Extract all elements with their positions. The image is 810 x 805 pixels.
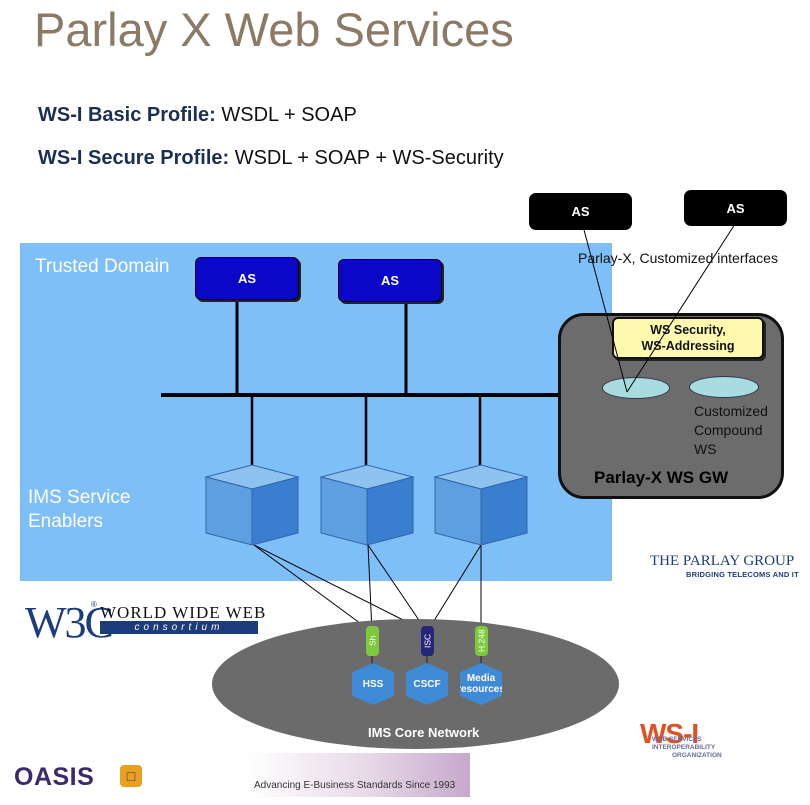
profile-basic: WS-I Basic Profile: WSDL + SOAP — [38, 104, 357, 127]
w3c-logo-line1: WORLD WIDE WEB — [100, 603, 267, 622]
profile-secure-name: WS-I Secure Profile: — [38, 147, 230, 169]
gateway-ws-ellipse-2 — [689, 376, 759, 398]
profile-secure: WS-I Secure Profile: WSDL + SOAP + WS-Se… — [38, 147, 504, 170]
profile-secure-value: WSDL + SOAP + WS-Security — [229, 147, 504, 169]
ws-security-box: WS Security,WS-Addressing — [612, 317, 764, 359]
profile-basic-name: WS-I Basic Profile: — [38, 104, 216, 126]
node-label-cscf: CSCF — [413, 678, 441, 690]
page-title: Parlay X Web Services — [34, 3, 514, 56]
trusted-domain-label: Trusted Domain — [35, 256, 170, 277]
compound-ws-line2: Compound — [694, 422, 763, 438]
node-label-hss: HSS — [362, 678, 384, 690]
ws-security-line2: WS-Addressing — [641, 339, 735, 353]
oasis-tagline: Advancing E-Business Standards Since 199… — [254, 780, 456, 791]
enabler-cube-icon — [204, 464, 300, 546]
external-as-server-1: AS — [529, 193, 632, 230]
ims-enablers-label-line2: Enablers — [28, 511, 103, 532]
parlayx-interfaces-label: Parlay-X, Customized interfaces — [578, 250, 778, 266]
wsi-logo: WS-I — [640, 718, 699, 749]
node-label-media-line1: Media — [466, 673, 496, 684]
hexagon-node-icon-cscf: CSCF — [406, 663, 448, 705]
parlay-group-tagline: BRIDGING TELECOMS AND IT — [686, 570, 799, 579]
w3c-logo: W3C — [25, 598, 114, 647]
ims-enablers-label-line1: IMS Service — [28, 487, 131, 508]
compound-ws-line3: WS — [694, 441, 717, 457]
compound-ws-line1: Customized — [694, 403, 768, 419]
oasis-tagline-bar — [248, 753, 470, 797]
oasis-logo-icon: □ — [120, 765, 142, 787]
w3c-registered-mark: ® — [91, 600, 97, 609]
wsi-logo-line3: ORGANIZATION — [672, 752, 722, 759]
gateway-label: Parlay-X WS GW — [594, 468, 729, 487]
profile-basic-value: WSDL + SOAP — [215, 104, 357, 126]
trusted-as-server-2: AS — [338, 259, 442, 302]
node-label-media-line2: resources — [457, 684, 505, 695]
hexagon-node-icon-hss: HSS — [352, 663, 394, 705]
external-as-server-2: AS — [684, 190, 787, 226]
wsi-logo-line2: INTEROPERABILITY — [652, 744, 716, 751]
oasis-logo: OASIS — [14, 763, 95, 791]
w3c-logo-line2: consortium — [100, 621, 258, 634]
ims-core-network-label: IMS Core Network — [368, 725, 480, 740]
enabler-cube-icon — [433, 464, 529, 546]
parlay-group-logo: THE PARLAY GROUP — [650, 553, 795, 569]
enabler-cube-icon — [319, 464, 415, 546]
trusted-as-server-1: AS — [195, 257, 299, 300]
wsi-logo-line1: WEB SERVICES — [652, 736, 702, 743]
